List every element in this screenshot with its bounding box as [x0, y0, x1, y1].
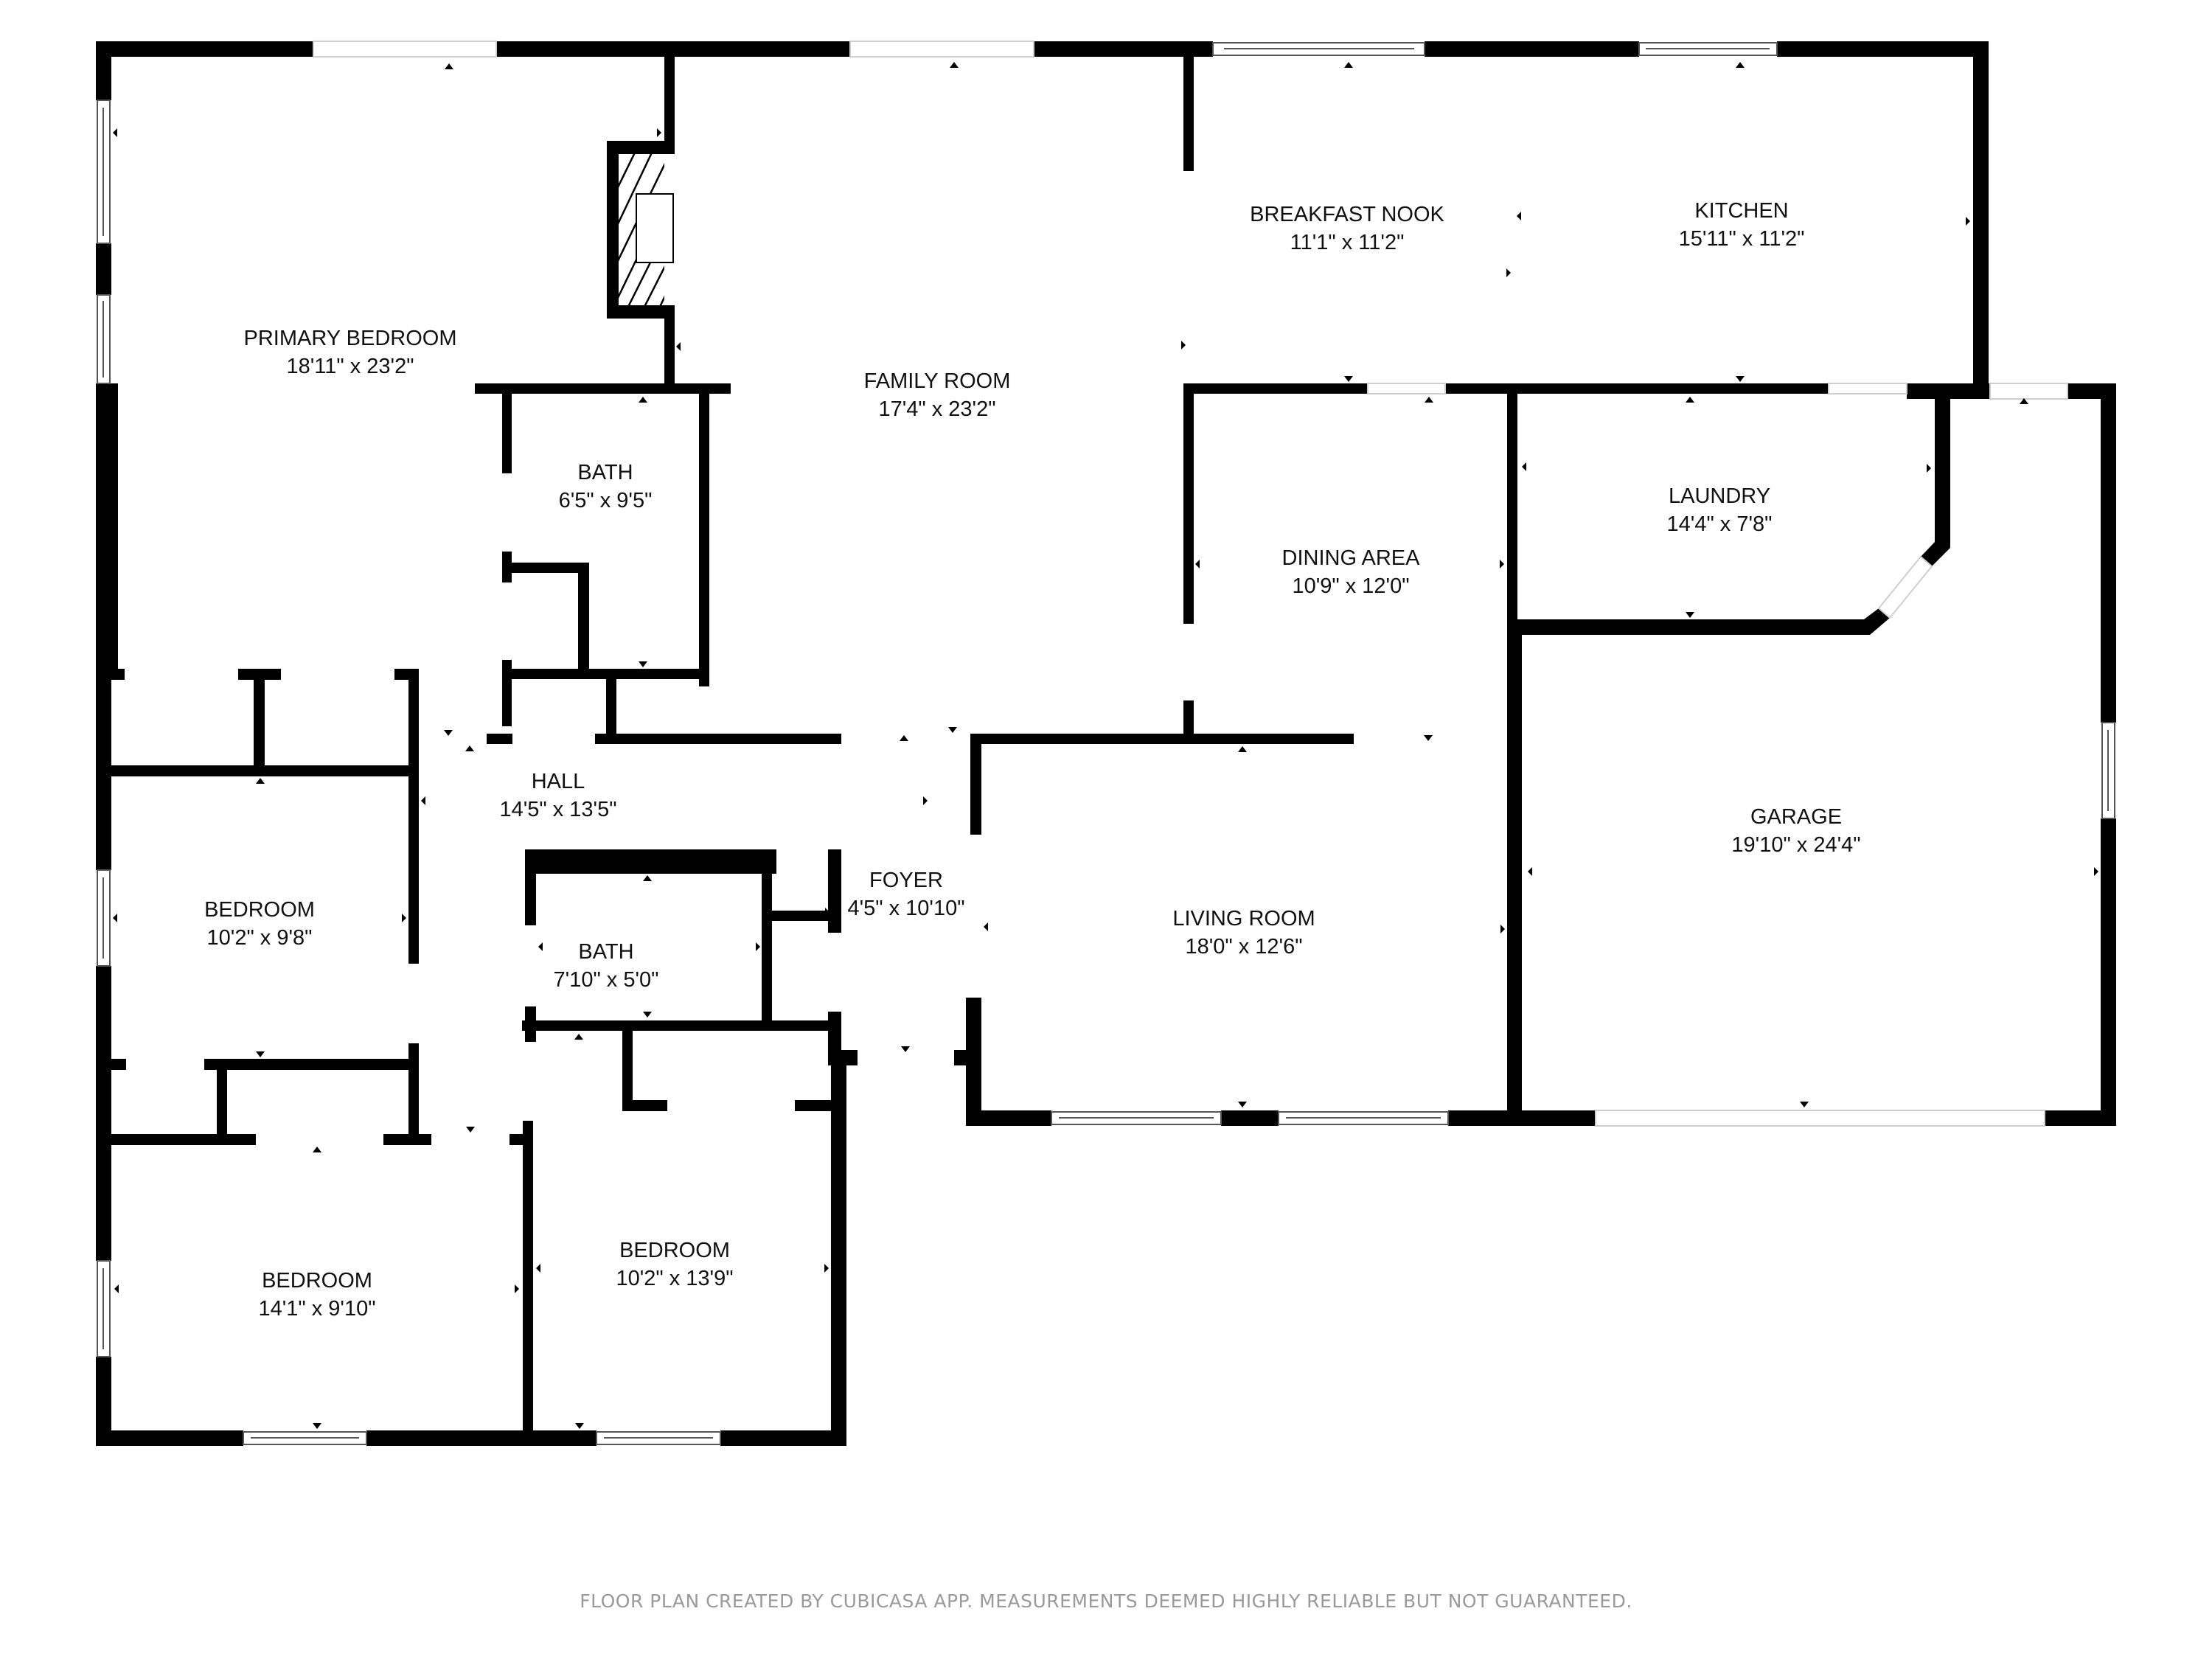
room-breakfast-nook: BREAKFAST NOOK 11'1" x 11'2" [1250, 203, 1444, 254]
room-dimensions: 10'9" x 12'0" [1292, 574, 1409, 598]
room-name: BEDROOM [204, 898, 315, 922]
room-bath-2: BATH 7'10" x 5'0" [554, 940, 659, 992]
room-family-room: FAMILY ROOM 17'4" x 23'2" [864, 369, 1011, 421]
room-name: FAMILY ROOM [864, 369, 1011, 393]
fireplace-icon [619, 154, 674, 305]
room-dimensions: 10'2" x 13'9" [616, 1267, 733, 1290]
room-primary-bath: BATH 6'5" x 9'5" [559, 461, 653, 512]
walls [96, 41, 2116, 1446]
room-laundry: LAUNDRY 14'4" x 7'8" [1667, 484, 1773, 536]
room-dimensions: 19'10" x 24'4" [1731, 833, 1860, 857]
room-name: DINING AREA [1282, 546, 1421, 570]
room-dimensions: 14'5" x 13'5" [499, 798, 616, 821]
room-dining-area: DINING AREA 10'9" x 12'0" [1282, 546, 1421, 598]
room-name: BEDROOM [619, 1239, 730, 1262]
room-bedroom-3: BEDROOM 14'1" x 9'10" [258, 1269, 375, 1321]
room-foyer: FOYER 4'5" x 10'10" [847, 869, 964, 920]
room-living-room: LIVING ROOM 18'0" x 12'6" [1172, 907, 1315, 959]
room-kitchen: KITCHEN 15'11" x 11'2" [1679, 199, 1805, 251]
room-name: PRIMARY BEDROOM [244, 327, 457, 350]
room-bedroom-4: BEDROOM 10'2" x 13'9" [616, 1239, 733, 1290]
room-dimensions: 18'11" x 23'2" [286, 355, 414, 378]
room-dimensions: 4'5" x 10'10" [847, 897, 964, 920]
room-dimensions: 10'2" x 9'8" [207, 926, 313, 950]
room-dimensions: 17'4" x 23'2" [878, 397, 995, 421]
room-name: LIVING ROOM [1172, 907, 1315, 931]
room-labels: PRIMARY BEDROOM 18'11" x 23'2" FAMILY RO… [204, 199, 1861, 1321]
room-hall: HALL 14'5" x 13'5" [499, 770, 616, 821]
disclaimer-footer: FLOOR PLAN CREATED BY CUBICASA APP. MEAS… [580, 1590, 1632, 1612]
room-name: GARAGE [1750, 805, 1842, 829]
room-primary-bedroom: PRIMARY BEDROOM 18'11" x 23'2" [244, 327, 457, 378]
openings [313, 41, 2068, 1127]
room-dimensions: 6'5" x 9'5" [559, 489, 653, 512]
room-name: BATH [578, 940, 633, 964]
dimension-markers [113, 62, 2098, 1429]
room-dimensions: 11'1" x 11'2" [1290, 231, 1405, 254]
room-bedroom-2: BEDROOM 10'2" x 9'8" [204, 898, 315, 950]
room-name: KITCHEN [1694, 199, 1788, 223]
room-garage: GARAGE 19'10" x 24'4" [1731, 805, 1860, 857]
room-dimensions: 15'11" x 11'2" [1679, 227, 1805, 251]
room-name: LAUNDRY [1669, 484, 1770, 508]
room-dimensions: 18'0" x 12'6" [1185, 935, 1302, 959]
room-dimensions: 14'4" x 7'8" [1667, 512, 1773, 536]
room-name: BREAKFAST NOOK [1250, 203, 1444, 226]
room-dimensions: 14'1" x 9'10" [258, 1297, 375, 1321]
room-name: BATH [577, 461, 633, 484]
room-dimensions: 7'10" x 5'0" [554, 968, 659, 992]
room-name: HALL [532, 770, 585, 793]
windows [97, 42, 2115, 1445]
room-name: FOYER [869, 869, 943, 892]
room-name: BEDROOM [262, 1269, 372, 1293]
